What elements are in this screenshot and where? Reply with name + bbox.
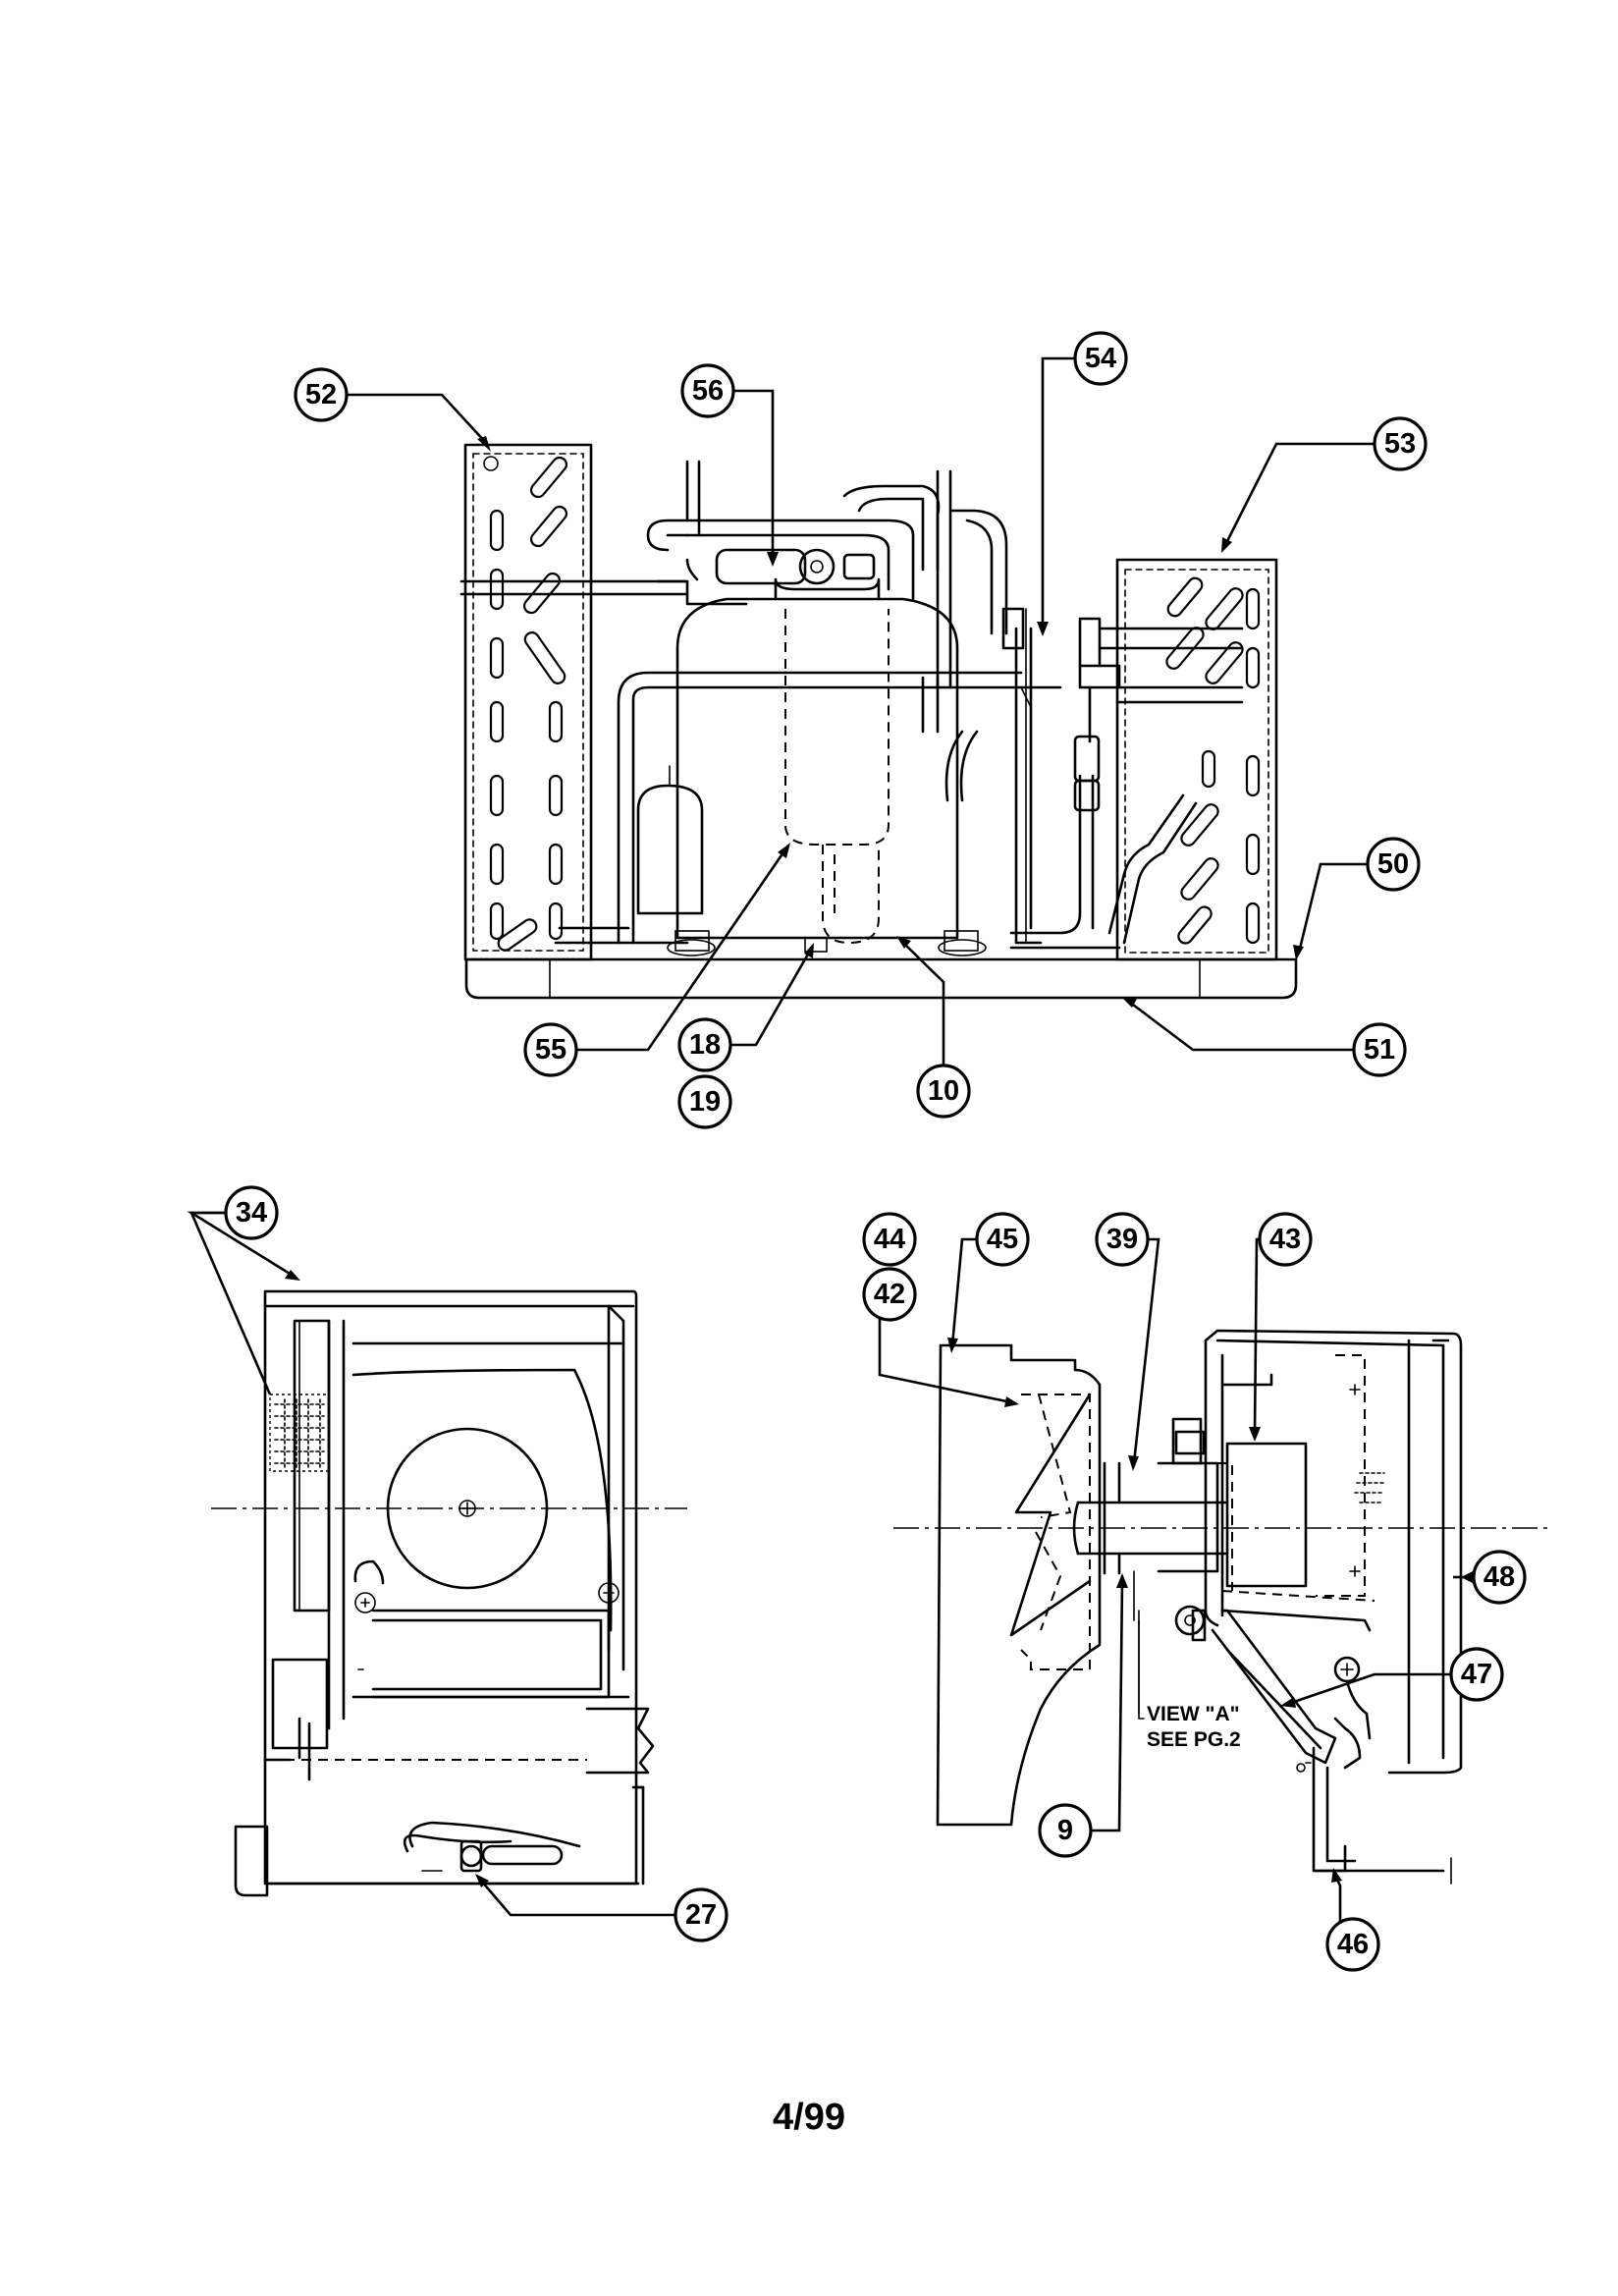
callout-56: 56 — [680, 363, 735, 418]
fan-housing-view — [211, 1289, 687, 1897]
callout-18: 18 — [677, 1017, 732, 1072]
callout-42: 42 — [862, 1267, 917, 1322]
callout-52: 52 — [294, 367, 349, 422]
svg-text:SEE PG.2: SEE PG.2 — [1147, 1728, 1241, 1751]
callout-48: 48 — [1472, 1550, 1527, 1605]
callout-44: 44 — [862, 1212, 917, 1267]
svg-text:51: 51 — [1364, 1034, 1395, 1066]
compressor — [667, 577, 987, 957]
blower-motor-view — [893, 1329, 1551, 1885]
svg-text:39: 39 — [1106, 1224, 1138, 1255]
callout-50: 50 — [1366, 837, 1421, 892]
svg-text:52: 52 — [305, 379, 337, 410]
page-number: 4/99 — [773, 2097, 845, 2138]
grille-mesh — [269, 1394, 330, 1472]
svg-text:53: 53 — [1384, 428, 1416, 460]
svg-text:43: 43 — [1269, 1224, 1301, 1255]
callout-51: 51 — [1352, 1022, 1407, 1077]
right-condenser-coil — [1115, 558, 1278, 961]
svg-text:54: 54 — [1085, 343, 1116, 374]
callout-10: 10 — [916, 1064, 971, 1119]
svg-text:47: 47 — [1461, 1659, 1492, 1690]
svg-text:55: 55 — [535, 1034, 566, 1066]
refrigerant-tubing — [459, 460, 1244, 950]
power-cord-clip — [403, 1821, 581, 1873]
svg-text:VIEW "A": VIEW "A" — [1147, 1703, 1240, 1725]
svg-text:46: 46 — [1337, 1929, 1369, 1960]
svg-text:10: 10 — [928, 1075, 959, 1107]
callout-27: 27 — [674, 1887, 728, 1942]
svg-text:44: 44 — [874, 1224, 905, 1255]
callout-39: 39 — [1095, 1212, 1150, 1267]
callout-46: 46 — [1325, 1917, 1380, 1972]
svg-text:18: 18 — [689, 1029, 721, 1061]
callout-53: 53 — [1373, 416, 1428, 471]
left-condenser-coil — [463, 443, 593, 961]
compressor-assembly-view — [459, 443, 1298, 1000]
callout-43: 43 — [1258, 1212, 1313, 1267]
svg-text:50: 50 — [1377, 848, 1409, 880]
callout-9: 9 — [1038, 1803, 1093, 1858]
svg-text:45: 45 — [987, 1224, 1018, 1255]
callout-45: 45 — [975, 1212, 1030, 1267]
svg-text:48: 48 — [1483, 1561, 1515, 1593]
callout-47: 47 — [1449, 1647, 1504, 1702]
svg-text:27: 27 — [685, 1899, 717, 1931]
svg-text:9: 9 — [1057, 1815, 1073, 1846]
callout-19: 19 — [677, 1074, 732, 1129]
svg-text:42: 42 — [874, 1279, 905, 1310]
svg-text:19: 19 — [689, 1086, 721, 1118]
base-pan — [464, 957, 1298, 1000]
callout-leaders — [187, 356, 1473, 1944]
svg-text:56: 56 — [692, 375, 724, 407]
svg-text:34: 34 — [236, 1197, 267, 1229]
view-a-note: VIEW "A" SEE PG.2 — [1147, 1703, 1241, 1751]
callout-34: 34 — [224, 1185, 279, 1240]
callout-55: 55 — [523, 1022, 578, 1077]
accumulator — [636, 765, 704, 915]
callout-54: 54 — [1073, 331, 1128, 386]
